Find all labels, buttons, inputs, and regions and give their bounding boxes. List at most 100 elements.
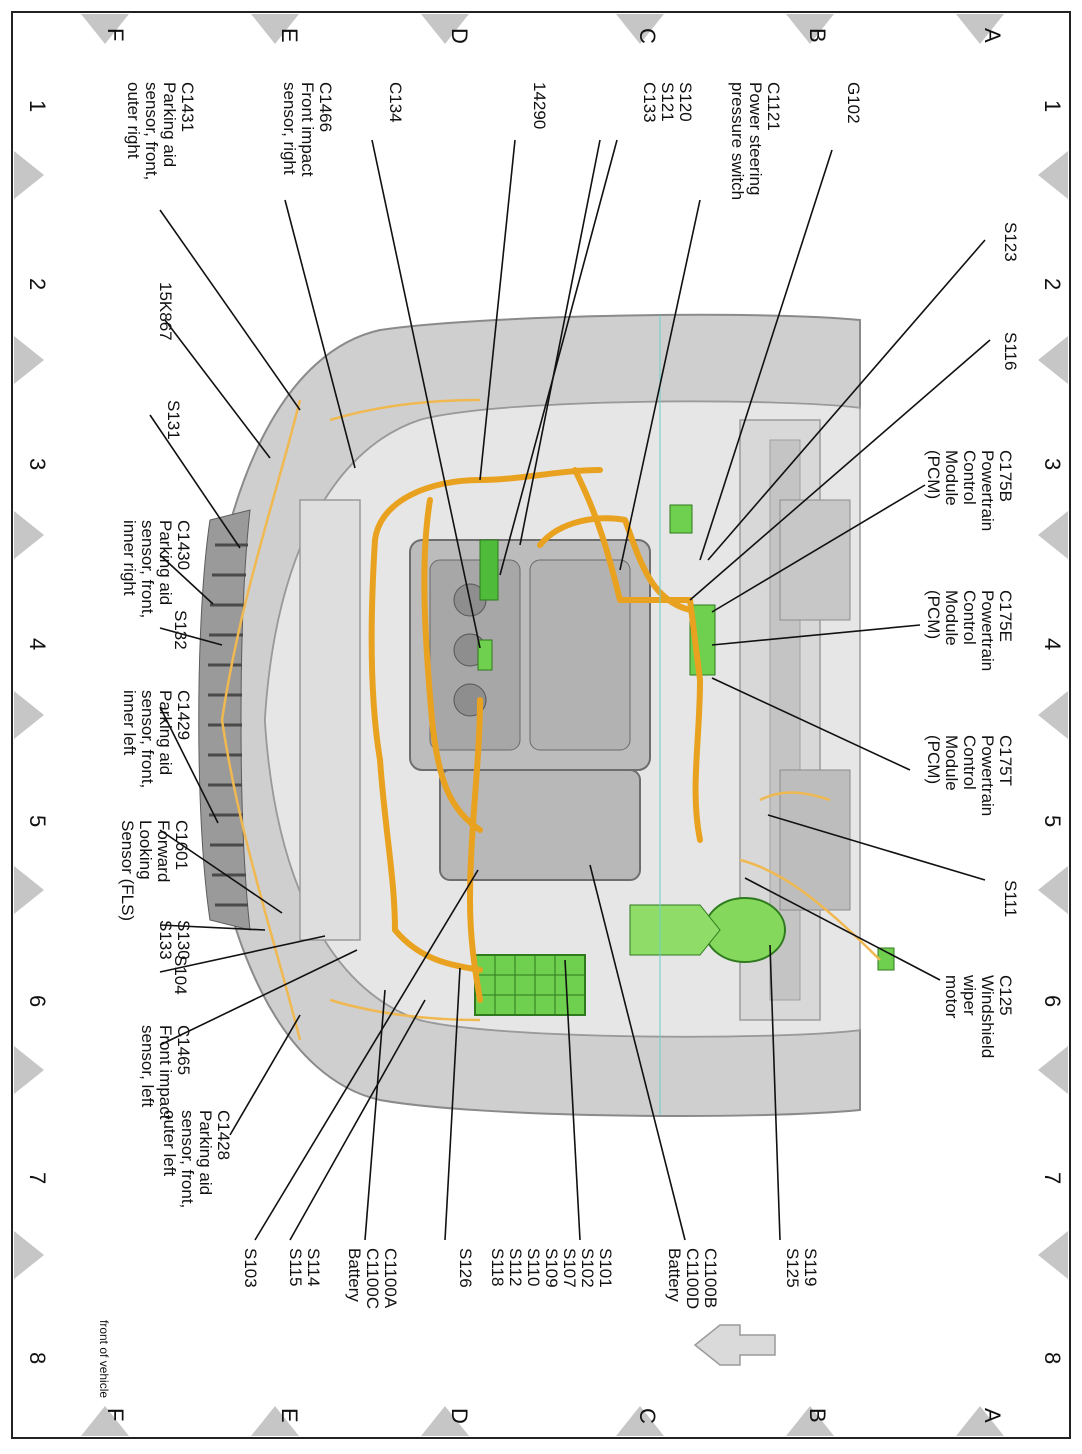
- callout-c125-line: wiper: [960, 974, 979, 1016]
- callout-c1465-line: C1465: [174, 1025, 193, 1075]
- callout-s101-line: S118: [488, 1248, 507, 1286]
- callout-s130-line: S130: [174, 920, 193, 960]
- callout-c1430-line: sensor, front,: [138, 520, 157, 618]
- callout-c175t-line: (PCM): [924, 735, 943, 784]
- callout-s116-line: S116: [1001, 332, 1020, 370]
- grid-row-label-top: C: [635, 28, 660, 44]
- vehicle-body-illustration: [198, 313, 895, 1366]
- callout-c1601-line: Forward: [154, 820, 173, 882]
- callout-c1121-line: pressure switch: [728, 82, 747, 200]
- margin-triangle: [81, 1406, 129, 1436]
- margin-triangle: [1038, 866, 1068, 914]
- grid-col-label-right: 6: [1040, 995, 1065, 1007]
- callout-c1431-line: sensor, front,: [142, 82, 161, 180]
- diagram-frame: [11, 11, 1071, 1439]
- leader-lines: [149, 139, 991, 1241]
- callout-c1428-line: C1428: [214, 1110, 233, 1160]
- margin-triangle: [14, 866, 44, 914]
- callout-c1100a-line: C1100A: [381, 1248, 400, 1309]
- callout-s119-line: S125: [783, 1248, 802, 1288]
- grid-row-label-top: E: [277, 28, 302, 43]
- callout-c1466-line: sensor, right: [280, 82, 299, 175]
- callout-c1429-line: inner left: [120, 690, 139, 755]
- callout-c1429-line: C1429: [174, 690, 193, 740]
- grid-col-label-right: 2: [1040, 278, 1065, 290]
- callout-c134-line: C134: [386, 82, 405, 123]
- margin-triangle: [616, 14, 664, 44]
- callout-s130-line: S133: [156, 920, 175, 960]
- callout-c1431-line: outer right: [124, 82, 143, 159]
- margin-triangle: [786, 1406, 834, 1436]
- grid-col-label-right: 1: [1040, 100, 1065, 112]
- margin-triangle: [1038, 151, 1068, 199]
- callout-c175t-line: Module: [942, 735, 961, 791]
- callout-c175t-line: C175T: [996, 735, 1015, 786]
- callout-s104-line: S104: [171, 955, 190, 995]
- callout-s120-line: S121: [658, 82, 677, 122]
- callout-c1100a-line: Battery: [345, 1248, 364, 1302]
- callout-c1428-line: Parking aid: [196, 1110, 215, 1195]
- callout-c1466-line: C1466: [316, 82, 335, 132]
- grid-row-label-bottom: B: [805, 1408, 830, 1423]
- callout-c1430-line: Parking aid: [156, 520, 175, 605]
- grid-row-label-top: A: [980, 28, 1005, 43]
- callout-c1429-line: Parking aid: [156, 690, 175, 775]
- margin-triangle: [14, 1231, 44, 1279]
- margin-triangle: [14, 1046, 44, 1094]
- callout-c1428-line: sensor, front,: [178, 1110, 197, 1208]
- margin-triangle: [421, 1406, 469, 1436]
- callout-c175b-line: Powertrain: [978, 450, 997, 531]
- callout-c125-line: C125: [996, 975, 1015, 1016]
- grid-margin-markers: [14, 14, 1068, 1436]
- grid-col-label-right: 8: [1040, 1352, 1065, 1364]
- margin-triangle: [956, 14, 1004, 44]
- callout-s101-line: S109: [542, 1248, 561, 1288]
- callout-c1430-line: inner right: [120, 520, 139, 596]
- grid-row-label-top: D: [447, 28, 472, 44]
- callout-c1431-line: Parking aid: [160, 82, 179, 167]
- callout-g102-line: G102: [844, 82, 863, 124]
- grid-col-label-left: 2: [25, 278, 50, 290]
- callout-s114-line: S114: [304, 1248, 323, 1286]
- margin-triangle: [14, 336, 44, 384]
- callout-c175b-line: Module: [942, 450, 961, 506]
- margin-triangle: [14, 511, 44, 559]
- front-arrow-icon: [693, 1324, 776, 1366]
- callout-c175b-line: (PCM): [924, 450, 943, 499]
- margin-triangle: [1038, 511, 1068, 559]
- callout-s101-line: S112: [506, 1248, 525, 1286]
- callout-s120-line: C133: [640, 82, 659, 123]
- margin-triangle: [1038, 1231, 1068, 1279]
- callout-c1121-line: C1121: [764, 82, 783, 131]
- margin-triangle: [956, 1406, 1004, 1436]
- margin-triangle: [1038, 336, 1068, 384]
- grid-row-label-bottom: D: [447, 1408, 472, 1424]
- grid-col-label-left: 3: [25, 458, 50, 470]
- callout-c1431-line: C1431: [178, 82, 197, 132]
- callout-front-line: front of vehicle: [97, 1320, 111, 1398]
- callout-s132-line: S132: [171, 610, 190, 650]
- margin-triangle: [1038, 1046, 1068, 1094]
- callout-s131-line: S131: [164, 400, 183, 440]
- callout-s101-line: S101: [596, 1248, 615, 1288]
- callout-c175e-line: (PCM): [924, 590, 943, 639]
- grid-col-label-left: 4: [25, 638, 50, 650]
- callout-c1466-line: Front impact: [298, 82, 317, 177]
- callout-c1601-line: Looking: [136, 820, 155, 880]
- grid-row-label-top: B: [805, 28, 830, 43]
- grid-row-label-bottom: E: [277, 1408, 302, 1423]
- callout-c1100b-line: C1100B: [701, 1248, 720, 1308]
- callout-s123-line: S123: [1001, 222, 1020, 262]
- grid-col-label-left: 6: [25, 995, 50, 1007]
- grid-col-label-left: 5: [25, 815, 50, 827]
- callout-c1601-line: C1601: [172, 820, 191, 870]
- callout-s114-line: S115: [286, 1248, 305, 1286]
- grid-row-label-bottom: F: [103, 1408, 128, 1421]
- callout-c175e-line: C175E: [996, 590, 1015, 642]
- callout-c1465-line: Front impact: [156, 1025, 175, 1120]
- callout-s101-line: S102: [578, 1248, 597, 1288]
- margin-triangle: [81, 14, 129, 44]
- callout-c175e-line: Module: [942, 590, 961, 646]
